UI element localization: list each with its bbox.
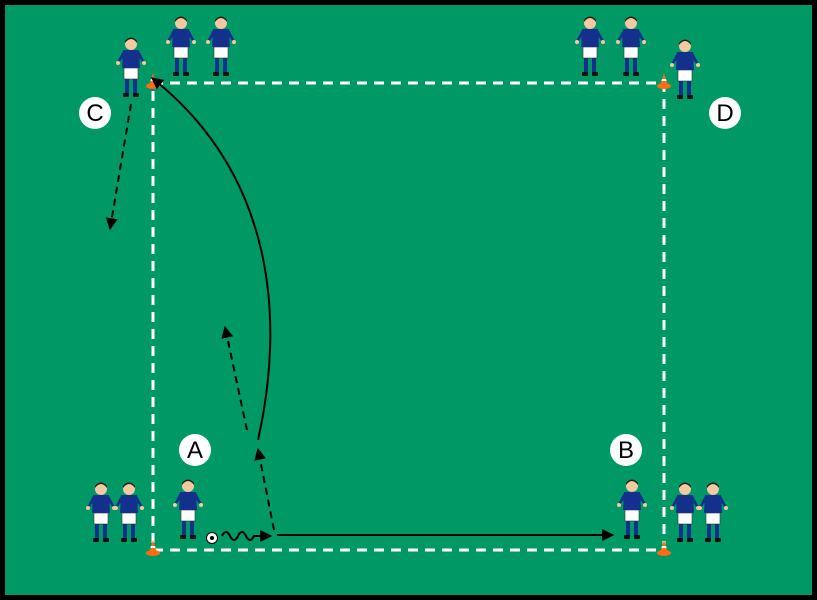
run-arrow xyxy=(254,447,275,531)
label-c-text: C xyxy=(86,100,103,127)
label-b: B xyxy=(610,434,642,466)
label-a: A xyxy=(179,434,211,466)
label-d-text: D xyxy=(716,100,733,127)
label-a-text: A xyxy=(187,437,203,464)
label-d: D xyxy=(709,97,741,129)
label-c: C xyxy=(79,97,111,129)
training-area-outline xyxy=(151,81,666,552)
run-arrow-c xyxy=(105,103,132,231)
dribble-arrow xyxy=(221,530,273,542)
label-b-text: B xyxy=(618,437,634,464)
pass-arrow-to-c xyxy=(151,77,272,441)
run-arrow-secondary xyxy=(221,325,248,431)
soccer-ball-icon xyxy=(206,532,218,544)
